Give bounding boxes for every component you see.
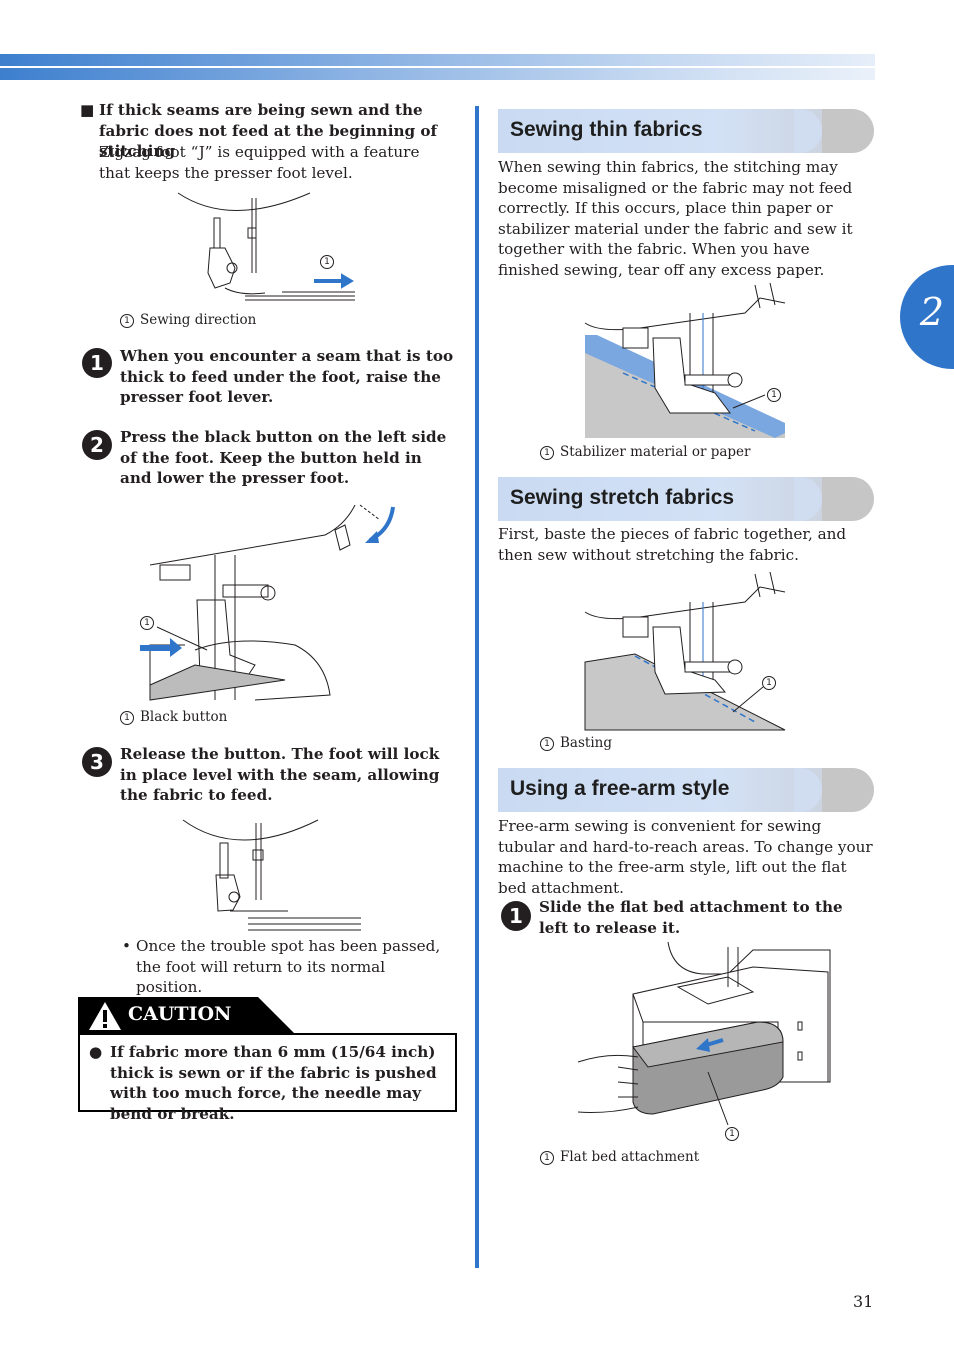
callout-1-stabilizer: 1: [767, 388, 781, 402]
callout-1-black-button: 1: [140, 616, 154, 630]
figure-black-button: [140, 504, 395, 701]
caution-box: [78, 1033, 457, 1112]
thick-seams-body: Zigzag foot “J” is equipped with a featu…: [99, 143, 420, 182]
note-bullet: •: [122, 937, 131, 955]
page-number: 31: [853, 1292, 874, 1311]
figure-foot-level: [182, 819, 361, 931]
figure-basting: [584, 571, 786, 731]
caution-text: If fabric more than 6 mm (15/64 inch) th…: [110, 1043, 437, 1123]
caution-bullet: ●: [89, 1043, 103, 1061]
header-bar-top: [0, 54, 875, 66]
free-arm-step-1-text: Slide the flat bed attachment to the lef…: [539, 898, 843, 937]
step-3-text: Release the button. The foot will lock i…: [120, 745, 440, 804]
free-arm-body: Free-arm sewing is convenient for sewing…: [498, 817, 873, 897]
free-arm-step-1-number: 1: [501, 901, 531, 931]
figure-flat-bed: [577, 941, 831, 1126]
step-1-text: When you encounter a seam that is too th…: [120, 347, 454, 406]
section-stretch-fabrics-title: Sewing stretch fabrics: [510, 486, 735, 509]
callout-1-flat-bed: 1: [725, 1127, 739, 1141]
chapter-number: 2: [919, 290, 945, 334]
thick-seams-heading: If thick seams are being sewn and the fa…: [99, 101, 438, 160]
figure-stabilizer: [584, 282, 786, 438]
section-thin-fabrics-title: Sewing thin fabrics: [510, 118, 703, 141]
warning-icon: [89, 1002, 121, 1030]
callout-1-basting: 1: [762, 676, 776, 690]
column-divider: [475, 106, 479, 1268]
figure-sewing-direction: [177, 192, 355, 301]
section-free-arm-title: Using a free-arm style: [510, 777, 730, 800]
section-free-arm-header: Using a free-arm style: [498, 768, 874, 812]
note-text: Once the trouble spot has been passed, t…: [136, 937, 441, 996]
section-thin-fabrics-header: Sewing thin fabrics: [498, 109, 874, 153]
callout-1-sewing-direction: 1: [320, 255, 334, 269]
square-bullet: ■: [80, 101, 95, 119]
thin-fabrics-body: When sewing thin fabrics, the stitching …: [498, 158, 853, 279]
step-2-text: Press the black button on the left side …: [120, 428, 447, 487]
header-bar-bottom: [0, 68, 875, 80]
section-stretch-fabrics-header: Sewing stretch fabrics: [498, 477, 874, 521]
step-3-number: 3: [82, 747, 112, 777]
caution-label: CAUTION: [128, 1003, 232, 1025]
step-1-number: 1: [82, 348, 112, 378]
step-2-number: 2: [82, 430, 112, 460]
stretch-fabrics-body: First, baste the pieces of fabric togeth…: [498, 525, 847, 564]
